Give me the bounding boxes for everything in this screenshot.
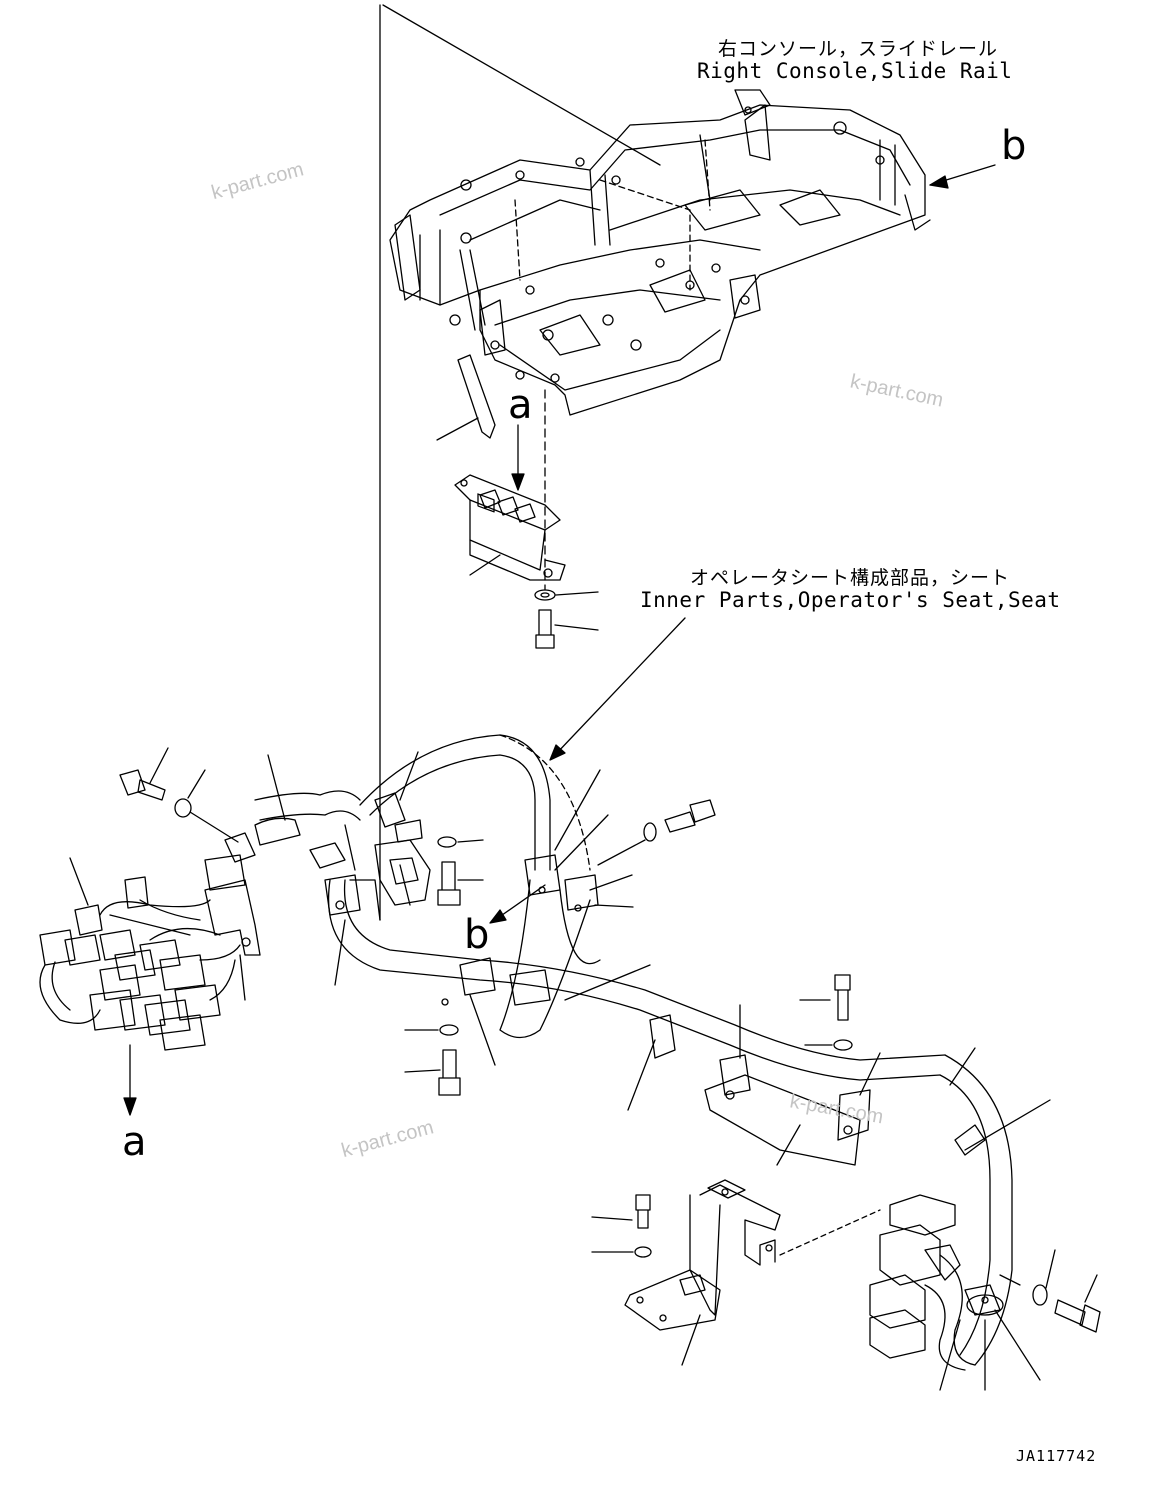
leader-line — [554, 769, 601, 851]
right-connector-cluster — [869, 1194, 1004, 1371]
leader-line — [334, 919, 346, 986]
bolt — [635, 1194, 651, 1229]
seat-callout-jp: オペレータシート構成部品，シート — [690, 567, 1011, 589]
leader-line — [964, 1099, 1051, 1151]
leader-line — [187, 769, 206, 799]
bolt — [437, 861, 461, 906]
console-callout-en: Right Console,Slide Rail — [697, 59, 1013, 83]
arrow-b-line — [494, 884, 546, 921]
leader-line — [404, 1069, 441, 1073]
relay-bracket — [454, 474, 566, 581]
leader-line — [399, 751, 419, 801]
leader-line — [776, 1124, 801, 1166]
bolt — [535, 609, 555, 649]
leader-line — [1084, 1274, 1098, 1303]
leader-line — [859, 1052, 881, 1096]
connector — [254, 817, 301, 846]
reference-line — [382, 4, 661, 166]
leader-line — [627, 1039, 656, 1111]
washer — [437, 836, 457, 848]
seat-callout-en: Inner Parts,Operator's Seat,Seat — [640, 588, 1061, 612]
washer — [643, 822, 657, 842]
leader-line — [999, 1274, 1021, 1286]
leader-line — [399, 864, 411, 906]
left-connector-cluster — [39, 854, 246, 1051]
leader-line — [564, 964, 651, 1001]
connector — [224, 832, 256, 863]
ref-letter-a-top: a — [508, 382, 533, 428]
strap-part — [457, 354, 496, 439]
leader-line — [436, 417, 479, 441]
bolt — [119, 769, 166, 801]
leader-line — [994, 1309, 1041, 1381]
leader-line — [1045, 1249, 1056, 1289]
bolt — [664, 799, 716, 833]
seat-arrow-line — [554, 617, 686, 756]
washer — [634, 1246, 652, 1258]
drawing-code: JA117742 — [1016, 1447, 1097, 1465]
leader-line — [779, 1209, 881, 1256]
bolt — [438, 1049, 461, 1096]
seat-arrow-head — [549, 744, 566, 761]
leader-line — [344, 824, 356, 871]
washer — [540, 592, 550, 598]
leader-line — [469, 994, 496, 1066]
leader-line — [469, 554, 501, 576]
arrow-a-head — [123, 1097, 137, 1116]
leader-line — [597, 839, 646, 866]
washer — [534, 589, 556, 601]
lower-bracket — [624, 1179, 781, 1331]
leader-line — [555, 591, 599, 596]
right-console-frame — [389, 89, 931, 416]
washer — [1032, 1284, 1048, 1306]
wiring-harness — [204, 734, 1013, 1366]
leader-line — [239, 954, 246, 1001]
ref-letter-b-top: b — [1001, 123, 1027, 169]
arrow-b-head — [929, 175, 949, 189]
leader-line — [594, 904, 634, 908]
arrow-b-head — [489, 909, 507, 924]
leader-line — [189, 811, 239, 843]
console-callout-jp: 右コンソール，スライドレール — [718, 38, 999, 60]
washer — [174, 798, 192, 818]
leader-line — [69, 857, 89, 906]
ref-letter-b-middle: b — [464, 912, 490, 958]
leader-line — [589, 874, 633, 891]
leader-line — [681, 1314, 701, 1366]
leader-line — [457, 839, 484, 843]
bolt — [1054, 1299, 1101, 1333]
washer — [833, 1039, 853, 1051]
washer — [439, 1024, 459, 1036]
bolt — [834, 974, 851, 1021]
leader-line — [267, 754, 286, 821]
leader-line — [554, 814, 609, 871]
leader-line — [149, 747, 169, 784]
ref-letter-a-bottom: a — [122, 1119, 147, 1165]
leader-line — [949, 1047, 976, 1086]
leader-line — [554, 624, 599, 631]
leader-line — [939, 1319, 961, 1391]
arrow-a-head — [511, 473, 525, 491]
leader-line — [591, 1216, 633, 1221]
